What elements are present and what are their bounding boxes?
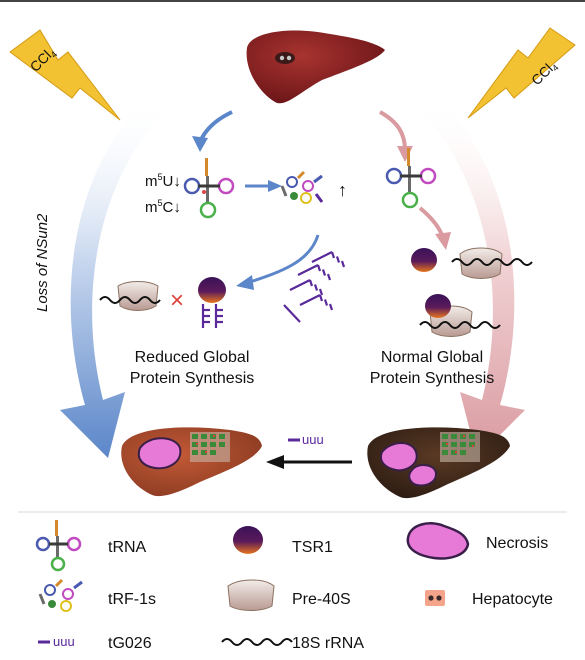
trna-right-icon <box>385 148 437 209</box>
legend-tsr1-icon <box>233 526 263 554</box>
right-big-arrow <box>420 95 525 458</box>
m5u-label: m5U↓ <box>145 172 181 190</box>
cross-mark: × <box>170 287 184 314</box>
tg026-arrow-label: uuu <box>288 432 324 447</box>
left-big-arrow <box>60 95 165 458</box>
arrow-trf-to-tsr1 <box>249 234 320 284</box>
legend-trna-icon <box>35 520 82 572</box>
legend-tg026-label: tG026 <box>108 635 152 652</box>
svg-text:uuu: uuu <box>53 634 75 649</box>
legend-trf-icon <box>38 578 83 612</box>
legend-pre40s-icon <box>227 579 275 611</box>
legend-rrna-icon <box>221 638 293 646</box>
up-arrow-symbol: ↑ <box>338 180 347 200</box>
right-outcome-line2: Protein Synthesis <box>370 370 495 387</box>
right-outcome-line1: Normal Global <box>381 349 483 366</box>
svg-text:uuu: uuu <box>302 432 324 447</box>
legend-hepatocyte-label: Hepatocyte <box>472 591 553 608</box>
legend-trf-label: tRF-1s <box>108 591 156 608</box>
m5c-label: m5C↓ <box>145 198 181 216</box>
arrow-top-right <box>379 110 407 151</box>
left-outcome-line1: Reduced Global <box>135 349 250 366</box>
legend-necrosis-label: Necrosis <box>486 535 548 552</box>
trna-icon <box>183 158 235 219</box>
legend-tsr1-label: TSR1 <box>292 539 333 556</box>
legend-pre40s-label: Pre-40S <box>292 591 351 608</box>
liver-left <box>121 427 262 497</box>
tsr1-free-icon <box>411 248 437 272</box>
loss-of-nsun2-label: Loss of NSun2 <box>34 213 51 312</box>
liver-right <box>367 427 510 499</box>
pre40s-rrna-left-icon <box>99 281 161 311</box>
liver-top <box>246 30 385 104</box>
tsr1-pre40s-complex-icon <box>419 294 501 337</box>
trf-fragments-icon <box>280 170 324 204</box>
arrow-top-left <box>198 110 233 143</box>
pre40s-rrna-right-icon <box>451 247 533 279</box>
legend-trna-label: tRNA <box>108 539 147 556</box>
legend-rrna-label: 18S rRNA <box>292 635 364 652</box>
tsr1-bound-icon <box>198 277 226 328</box>
ccl4-warning-right: CCl4 <box>467 27 576 119</box>
legend-tg026-icon: uuu <box>38 634 75 649</box>
ccl4-warning-left: CCl4 <box>9 29 121 121</box>
tg026-cluster-icon <box>283 251 346 323</box>
left-outcome-line2: Protein Synthesis <box>130 370 255 387</box>
legend-hepatocyte-icon <box>425 590 445 606</box>
legend-necrosis-icon <box>406 522 470 560</box>
